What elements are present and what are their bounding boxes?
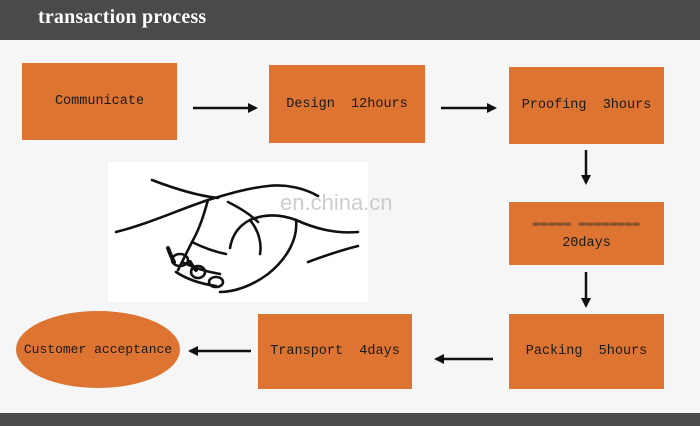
- handshake-illustration: [108, 162, 368, 302]
- page-title: transaction process: [38, 6, 207, 28]
- step-packing: Packing 5hours: [509, 314, 664, 389]
- header-bar: transaction process: [0, 0, 700, 40]
- step-transport: Transport 4days: [258, 314, 412, 389]
- obscured-text: ▬▬▬▬▬ ▬▬▬▬▬▬▬▬: [532, 216, 641, 230]
- step-customer-acceptance: Customer acceptance: [16, 311, 180, 388]
- step-design: Design 12hours: [269, 65, 425, 143]
- step-production: ▬▬▬▬▬ ▬▬▬▬▬▬▬▬ 20days: [509, 202, 664, 265]
- step-proofing: Proofing 3hours: [509, 67, 664, 144]
- watermark-text: en.china.cn: [280, 190, 393, 215]
- step-production-label: 20days: [562, 236, 611, 251]
- step-communicate: Communicate: [22, 63, 177, 140]
